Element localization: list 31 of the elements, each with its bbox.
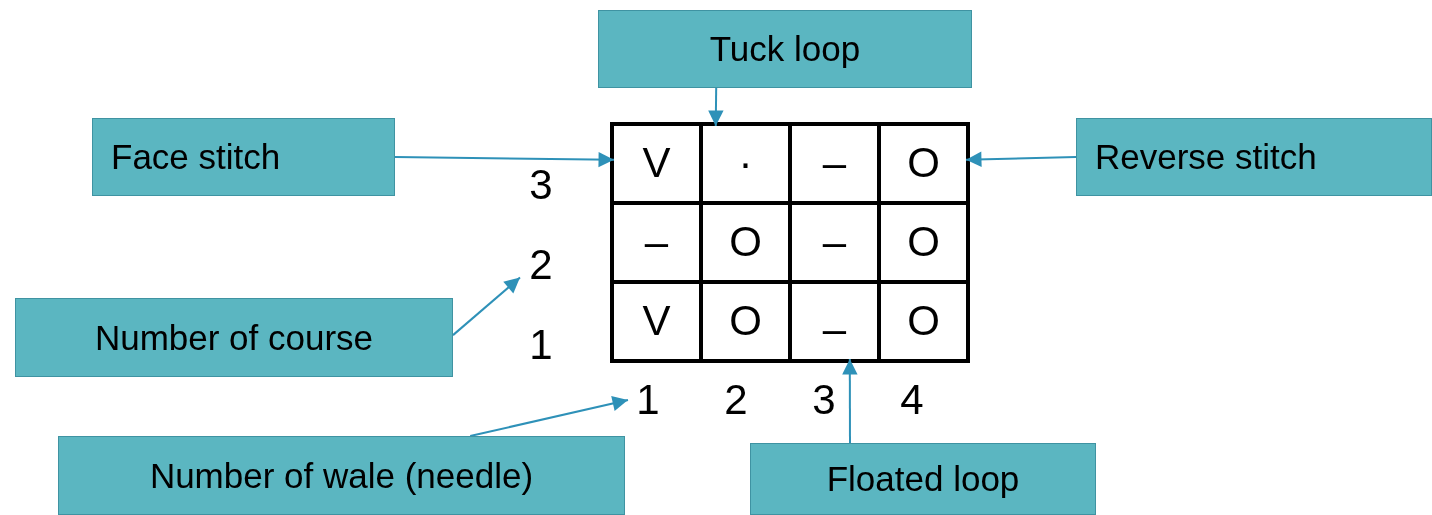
arrow bbox=[452, 276, 521, 337]
stitch-symbol: – bbox=[792, 126, 877, 201]
axis-number: 4 bbox=[892, 375, 932, 425]
stitch-symbol: · bbox=[703, 126, 788, 201]
arrow bbox=[394, 151, 615, 168]
stitch-symbol: – bbox=[792, 284, 877, 359]
stitch-symbol: O bbox=[881, 205, 966, 280]
axis-number: 1 bbox=[628, 375, 668, 425]
stitch-symbol: – bbox=[792, 205, 877, 280]
callout-box: Number of wale (needle) bbox=[58, 436, 625, 515]
arrow bbox=[708, 87, 724, 127]
axis-number: 2 bbox=[520, 240, 562, 290]
stitch-symbol: O bbox=[881, 284, 966, 359]
stitch-symbol: O bbox=[703, 205, 788, 280]
axis-number: 2 bbox=[716, 375, 756, 425]
arrow bbox=[469, 395, 629, 437]
axis-number: 3 bbox=[804, 375, 844, 425]
callout-box: Floated loop bbox=[750, 443, 1096, 515]
stitch-symbol: O bbox=[703, 284, 788, 359]
callout-box: Number of course bbox=[15, 298, 453, 377]
stitch-symbol: V bbox=[614, 284, 699, 359]
stitch-symbol: V bbox=[614, 126, 699, 201]
axis-number: 1 bbox=[520, 320, 562, 370]
arrow bbox=[965, 151, 1077, 167]
stitch-symbol: – bbox=[614, 205, 699, 280]
arrow bbox=[842, 358, 858, 444]
axis-number: 3 bbox=[520, 160, 562, 210]
callout-box: Face stitch bbox=[92, 118, 395, 196]
callout-box: Tuck loop bbox=[598, 10, 972, 88]
stitch-symbol: O bbox=[881, 126, 966, 201]
callout-box: Reverse stitch bbox=[1076, 118, 1432, 196]
